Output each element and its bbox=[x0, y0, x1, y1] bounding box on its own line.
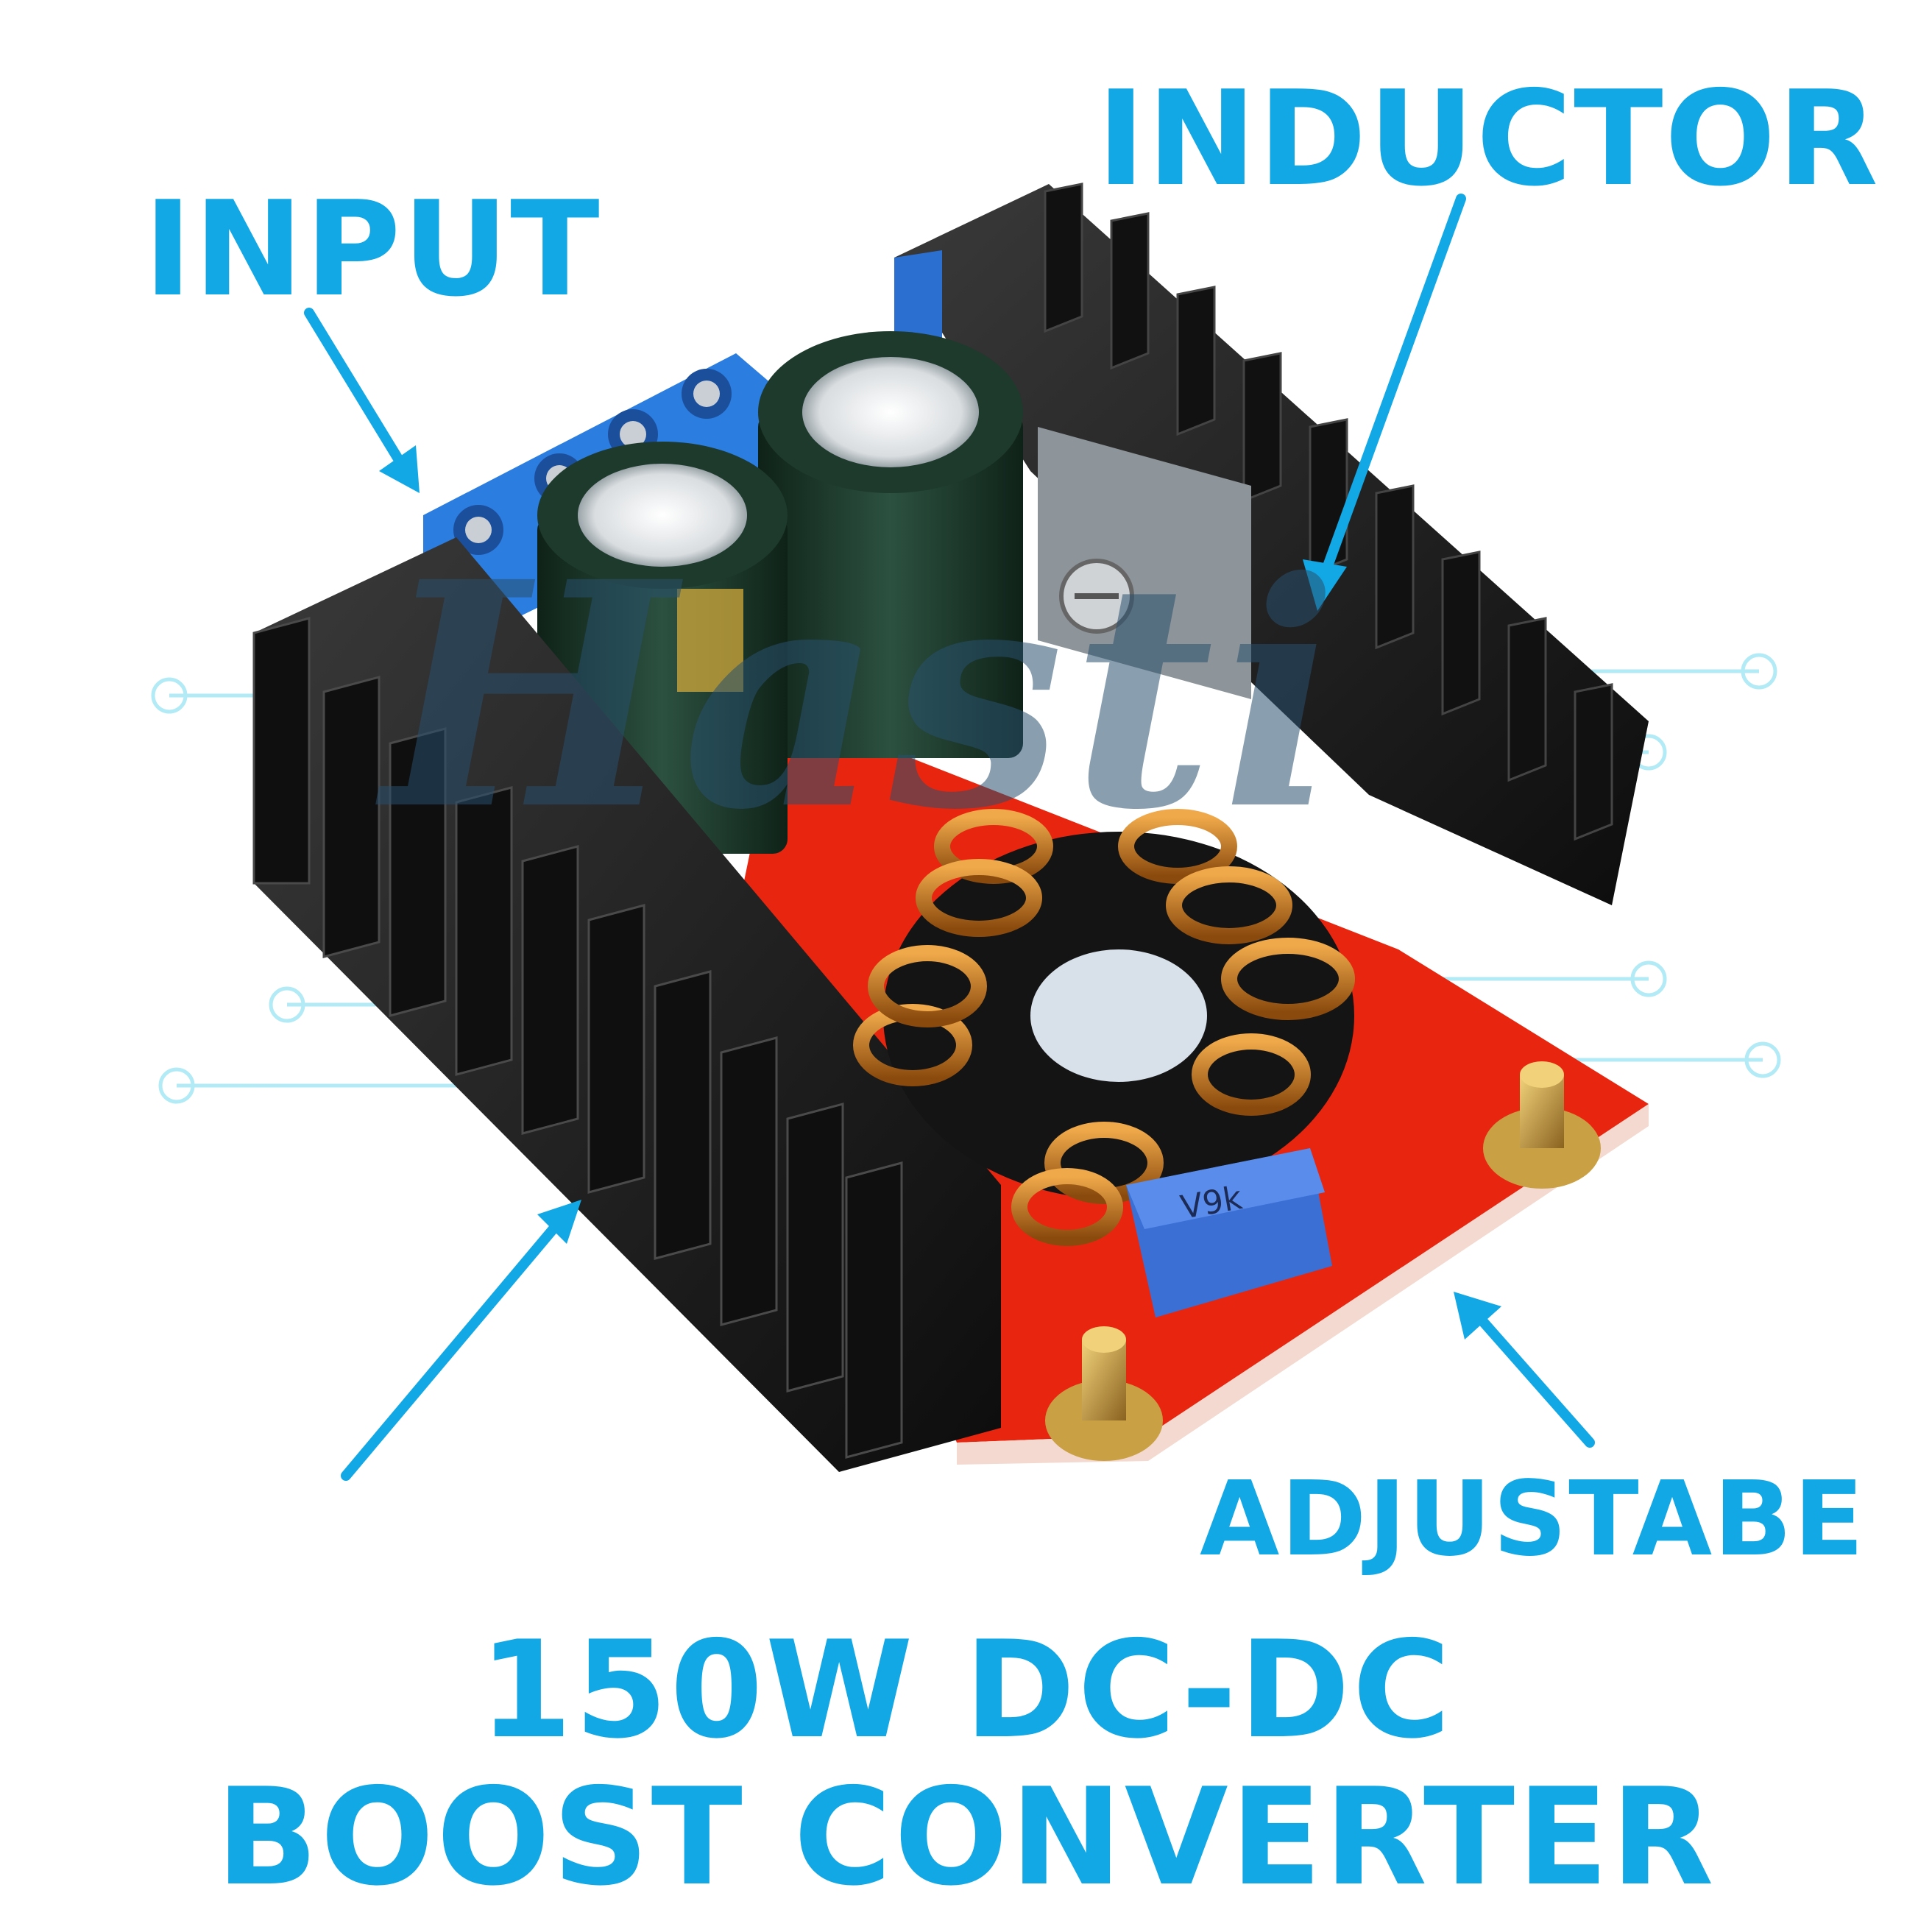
arrow-adjustable bbox=[1454, 1292, 1595, 1448]
arrow-heatsink bbox=[341, 1200, 581, 1481]
product-title-line-2: BOOST CONVERTER bbox=[216, 1759, 1716, 1915]
right-heatsink bbox=[894, 183, 1649, 905]
arrow-input bbox=[304, 308, 420, 493]
toroid-inductor bbox=[853, 809, 1355, 1246]
output-terminals bbox=[1045, 1061, 1601, 1461]
potentiometer: V9k bbox=[1126, 1148, 1332, 1317]
transistor bbox=[1038, 427, 1251, 699]
adjustable-label: ADJUSTABE bbox=[1200, 1459, 1866, 1579]
product-title-line-1: 150W DC-DC bbox=[478, 1612, 1454, 1768]
input-label: INPUT bbox=[144, 173, 601, 325]
inductor-label: INDUCTOR bbox=[1097, 63, 1880, 215]
arrow-inductor bbox=[1303, 194, 1466, 611]
watermark-logo: Hasti bbox=[383, 515, 1346, 878]
left-heatsink bbox=[252, 537, 1001, 1472]
callout-arrows bbox=[304, 194, 1595, 1481]
